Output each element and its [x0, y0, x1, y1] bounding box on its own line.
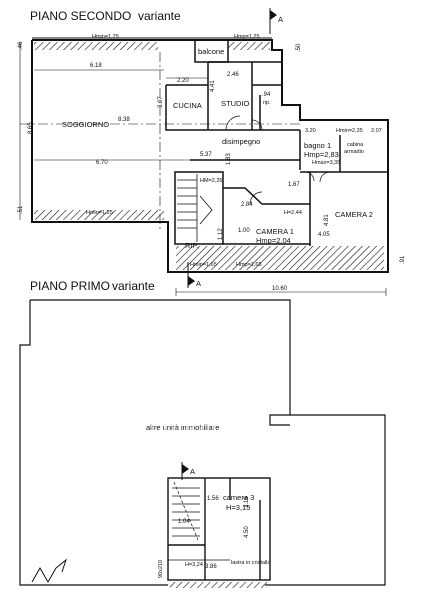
dim-405: 4.05 [318, 232, 330, 238]
lower-stair-block [167, 477, 271, 581]
room-label-rip-top: rip. [263, 100, 271, 106]
door-swings [225, 115, 331, 205]
height-h-244: H=2,44 [284, 210, 302, 216]
height-hmin-top: Hmin=1,25 [92, 34, 119, 40]
dim-838: 8.38 [118, 117, 130, 123]
room-label-cucina: CUCINA [173, 101, 202, 110]
section-label-lower: A [190, 467, 195, 476]
dim-183: 1.83 [226, 153, 232, 165]
room-label-bagno-height: Hmp=2,83 [304, 150, 339, 159]
lower-stair-treads [172, 481, 200, 541]
room-label-camera2: CAMERA 2 [335, 210, 373, 219]
dim-112: 1.12 [218, 228, 224, 240]
room-label-balcone: balcone [198, 47, 224, 56]
lower-dim-316: 3.16 [244, 496, 250, 508]
height-hmp-top: Hmp=1,25 [234, 34, 260, 40]
dim-320: 3.20 [305, 128, 316, 134]
dim-94: .94 [262, 92, 271, 98]
lower-label-other-units: altre unità immobiliare [146, 423, 219, 432]
height-hmin-bottom: Hmin=1,65 [190, 262, 217, 268]
section-label-top: A [278, 15, 283, 24]
dim-46: .46 [18, 41, 24, 50]
lower-label-camera3: camera 3 [223, 493, 254, 502]
height-hmax-335: Hmax=3,35 [312, 160, 340, 166]
section-marker-top: A [269, 8, 283, 34]
dim-100: 1.00 [238, 228, 250, 234]
room-label-camera1-height: Hmp=2,04 [256, 236, 291, 245]
upper-partitions [165, 39, 388, 246]
upper-dimension-lines [19, 42, 387, 296]
room-label-rip-stair: RIP. [185, 241, 199, 250]
height-hmp-bottom: Hmp=1,65 [236, 262, 262, 268]
room-label-bagno: bagno 1 [304, 141, 331, 150]
dim-865: 8.65 [28, 122, 34, 134]
lower-height-324: H=3,24 [185, 562, 203, 568]
dim-91: .91 [400, 255, 406, 264]
dim-307: 3.07 [158, 96, 164, 108]
height-hmin-235: Hmin=2,35 [336, 128, 363, 134]
north-arrow-icon [31, 558, 68, 584]
room-label-armadio: armadio [344, 149, 364, 155]
dim-50: .50 [296, 43, 302, 52]
lower-dim-450: 4.50 [244, 526, 250, 538]
room-label-camera1: CAMERA 1 [256, 227, 294, 236]
dim-618: 6.18 [90, 63, 102, 69]
section-marker-lower: A [181, 462, 195, 480]
dim-284: 2.84 [241, 202, 253, 208]
stair-treads [177, 174, 213, 242]
dim-207: 2.07 [371, 128, 382, 134]
dim-total: 10.60 [272, 286, 288, 292]
upper-walls [31, 37, 389, 273]
room-label-cabina: cabina [347, 142, 364, 148]
dim-246: 2.46 [227, 72, 239, 78]
lower-label-lastra: lastra in cristallo [231, 560, 270, 566]
room-label-soggiorno: SOGGIORNO [62, 120, 109, 129]
lower-dim-156: 1.56 [207, 496, 219, 502]
height-hm-226: HM=2,26 [200, 178, 222, 184]
lower-dim-90x210: 90x210 [158, 560, 164, 578]
dim-670: 6.70 [96, 160, 108, 166]
section-label-bottom: A [196, 279, 201, 288]
room-label-disimpegno: disimpegno [222, 137, 260, 146]
dim-481: 4.81 [324, 214, 330, 226]
dim-51: .51 [18, 205, 24, 214]
lower-dim-104: 1.04 [178, 519, 190, 525]
dim-167: 1.67 [288, 182, 300, 188]
upper-floor-variant: variante [138, 9, 181, 23]
lower-floor-title: PIANO PRIMO [30, 279, 110, 293]
room-label-studio: STUDIO [221, 99, 250, 108]
lower-label-camera3-height: H=3,15 [226, 503, 250, 512]
upper-floor-title: PIANO SECONDO [30, 9, 131, 23]
height-hmin-left: Hmin=1,25 [86, 210, 113, 216]
hatch-top-strip-right [228, 42, 270, 50]
lower-floor-variant: variante [112, 279, 155, 293]
lower-hatch-strip [170, 582, 268, 588]
lower-walls [19, 299, 386, 586]
dim-220: 2.20 [177, 78, 189, 84]
watermark-text: casait [150, 408, 219, 438]
axis-lines [20, 52, 300, 230]
dim-537: 5.37 [200, 152, 212, 158]
hatch-bottom-right-strip [176, 246, 384, 270]
hatch-top-strip [34, 42, 158, 50]
hatch-bottom-strip [34, 210, 164, 220]
lower-dim-386: 3.86 [205, 564, 217, 570]
dim-441: 4.41 [210, 80, 216, 92]
